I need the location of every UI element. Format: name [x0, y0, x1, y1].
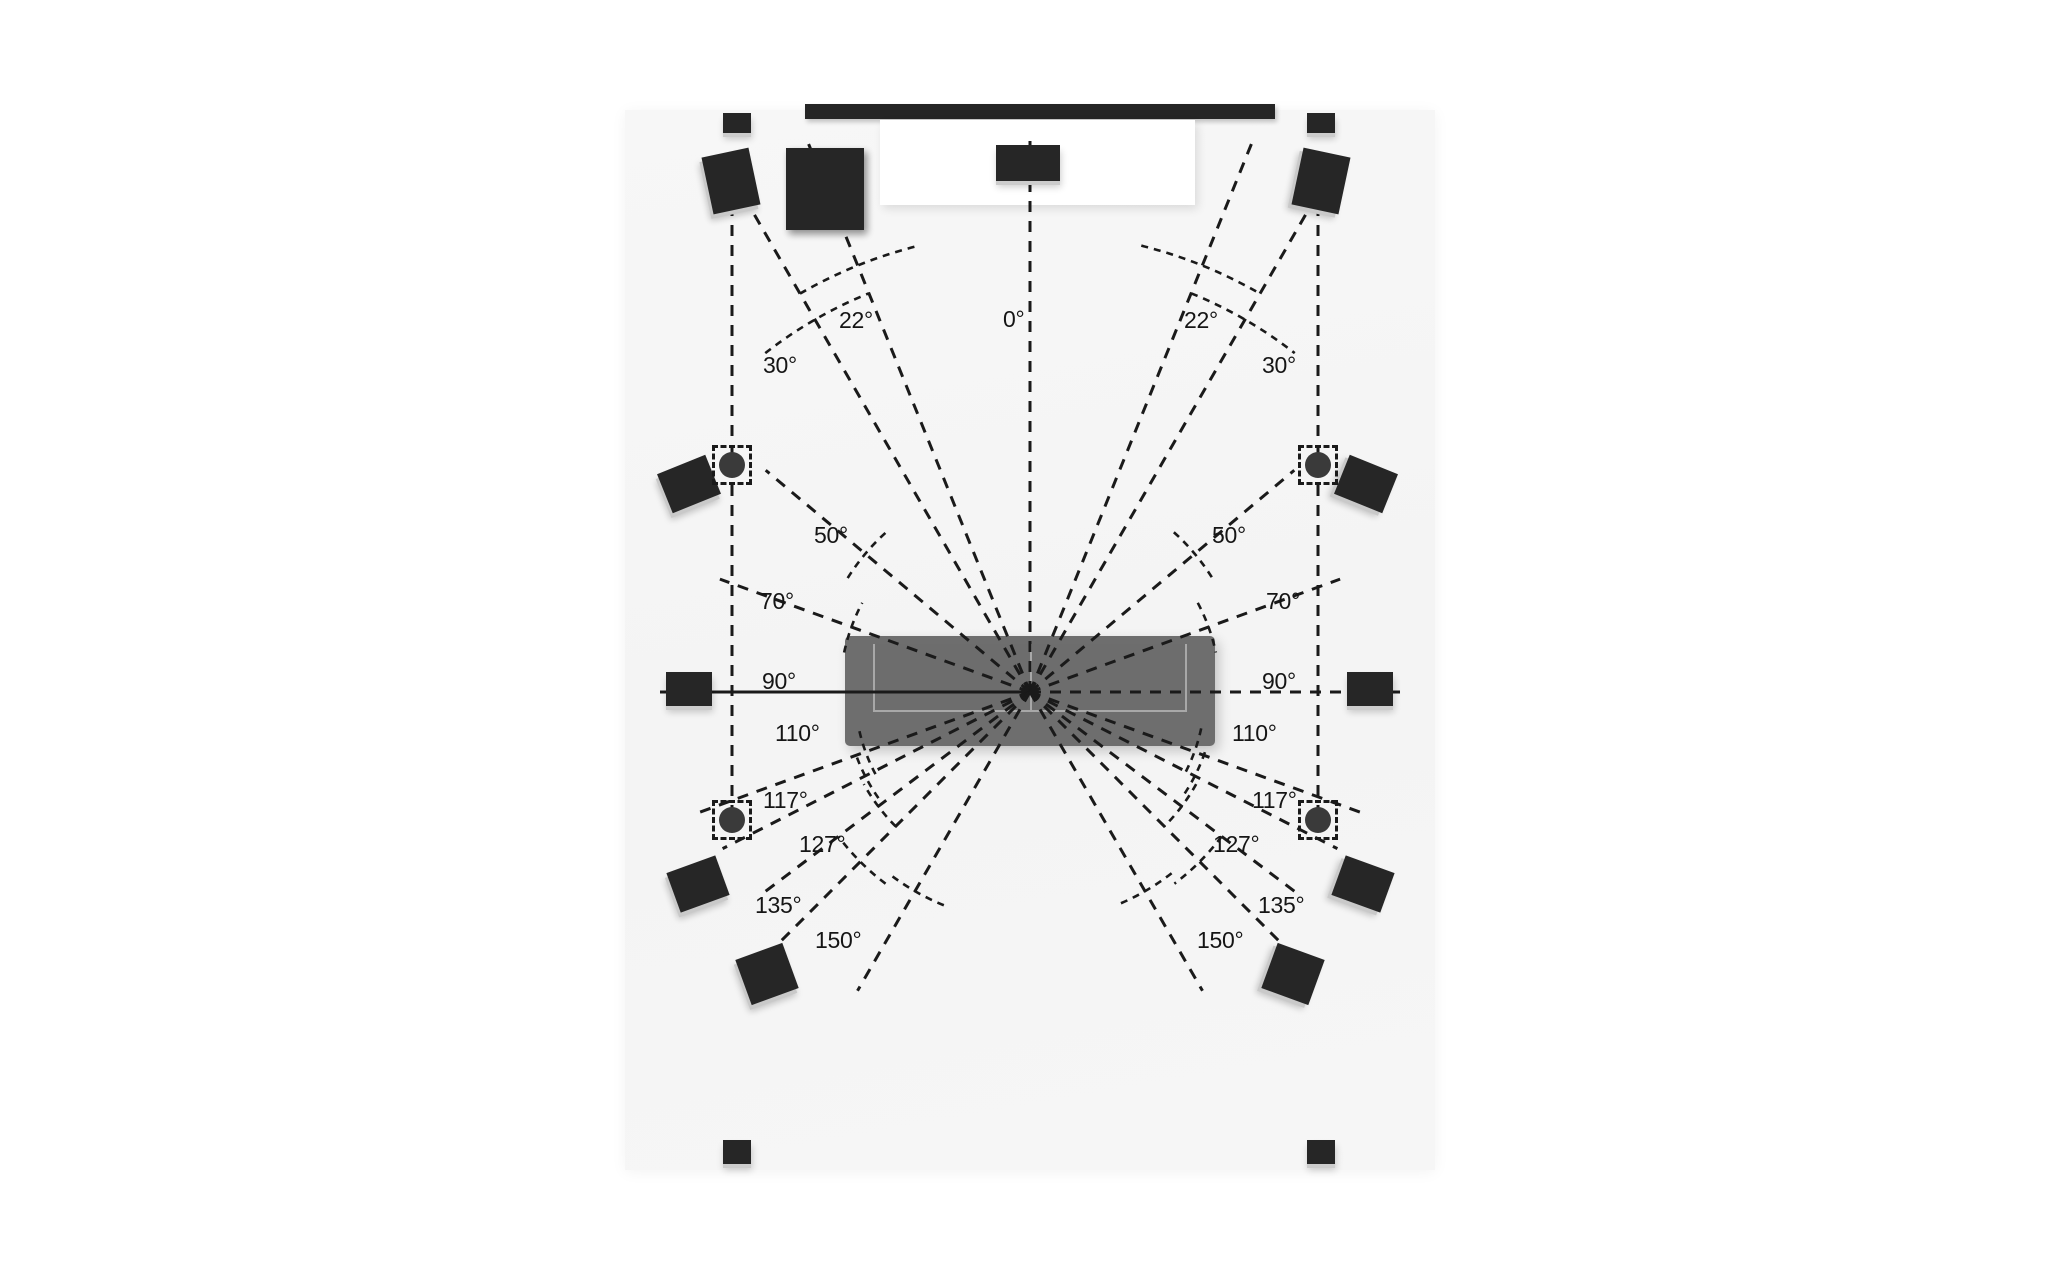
angle-label-right-90: 90°	[1262, 668, 1296, 694]
angle-label-left-22: 22°	[839, 307, 873, 333]
angle-label-right-127: 127°	[1213, 831, 1260, 857]
in-ceiling-speaker-top-front-left	[712, 445, 752, 485]
rear-height-speaker-left	[723, 1140, 751, 1164]
speaker-cone-icon	[719, 807, 745, 833]
in-ceiling-speaker-top-rear-right	[1298, 800, 1338, 840]
tv-screen	[805, 104, 1275, 119]
side-speaker-right-90deg	[1347, 672, 1393, 706]
angle-label-left-110: 110°	[775, 720, 820, 746]
angle-label-left-30: 30°	[763, 352, 797, 378]
angle-label-left-90: 90°	[762, 668, 796, 694]
front-height-speaker-right	[1307, 113, 1335, 133]
speaker-cone-icon	[1305, 807, 1331, 833]
center-channel-speaker	[996, 145, 1060, 181]
in-ceiling-speaker-top-front-right	[1298, 445, 1338, 485]
speaker-cone-icon	[719, 452, 745, 478]
angle-label-left-127: 127°	[799, 831, 846, 857]
in-ceiling-speaker-top-rear-left	[712, 800, 752, 840]
angle-label-left-150: 150°	[815, 927, 862, 953]
angle-label-right-70: 70°	[1266, 588, 1300, 614]
speaker-cone-icon	[1305, 452, 1331, 478]
angle-label-right-22: 22°	[1184, 307, 1218, 333]
sofa-cushion-divider	[1030, 644, 1032, 712]
angle-label-right-150: 150°	[1197, 927, 1244, 953]
rear-height-speaker-right	[1307, 1140, 1335, 1164]
angle-label-right-135: 135°	[1258, 892, 1305, 918]
angle-label-right-110: 110°	[1232, 720, 1277, 746]
angle-label-left-135: 135°	[755, 892, 802, 918]
angle-label-right-30: 30°	[1262, 352, 1296, 378]
subwoofer	[786, 148, 864, 230]
sofa	[845, 636, 1215, 746]
angle-label-right-50: 50°	[1212, 522, 1246, 548]
angle-label-center-0: 0°	[1003, 306, 1025, 332]
angle-label-left-70: 70°	[760, 588, 794, 614]
angle-label-left-117: 117°	[763, 787, 808, 813]
front-height-speaker-left	[723, 113, 751, 133]
side-speaker-left-90deg	[666, 672, 712, 706]
angle-label-right-117: 117°	[1252, 787, 1297, 813]
angle-label-left-50: 50°	[814, 522, 848, 548]
